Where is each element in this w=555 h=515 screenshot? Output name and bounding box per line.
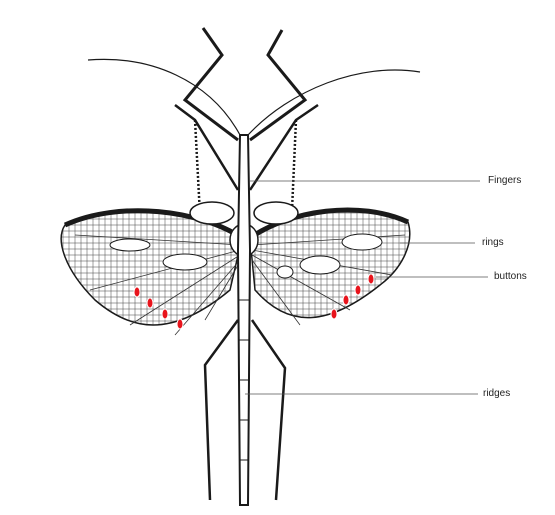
label-buttons: buttons bbox=[494, 271, 527, 282]
antennae bbox=[88, 59, 420, 135]
abdomen bbox=[238, 135, 250, 505]
front-legs bbox=[185, 28, 305, 140]
label-rings: rings bbox=[482, 237, 504, 248]
left-wing bbox=[61, 211, 242, 335]
label-fingers: Fingers bbox=[488, 175, 521, 186]
label-ridges: ridges bbox=[483, 388, 510, 399]
